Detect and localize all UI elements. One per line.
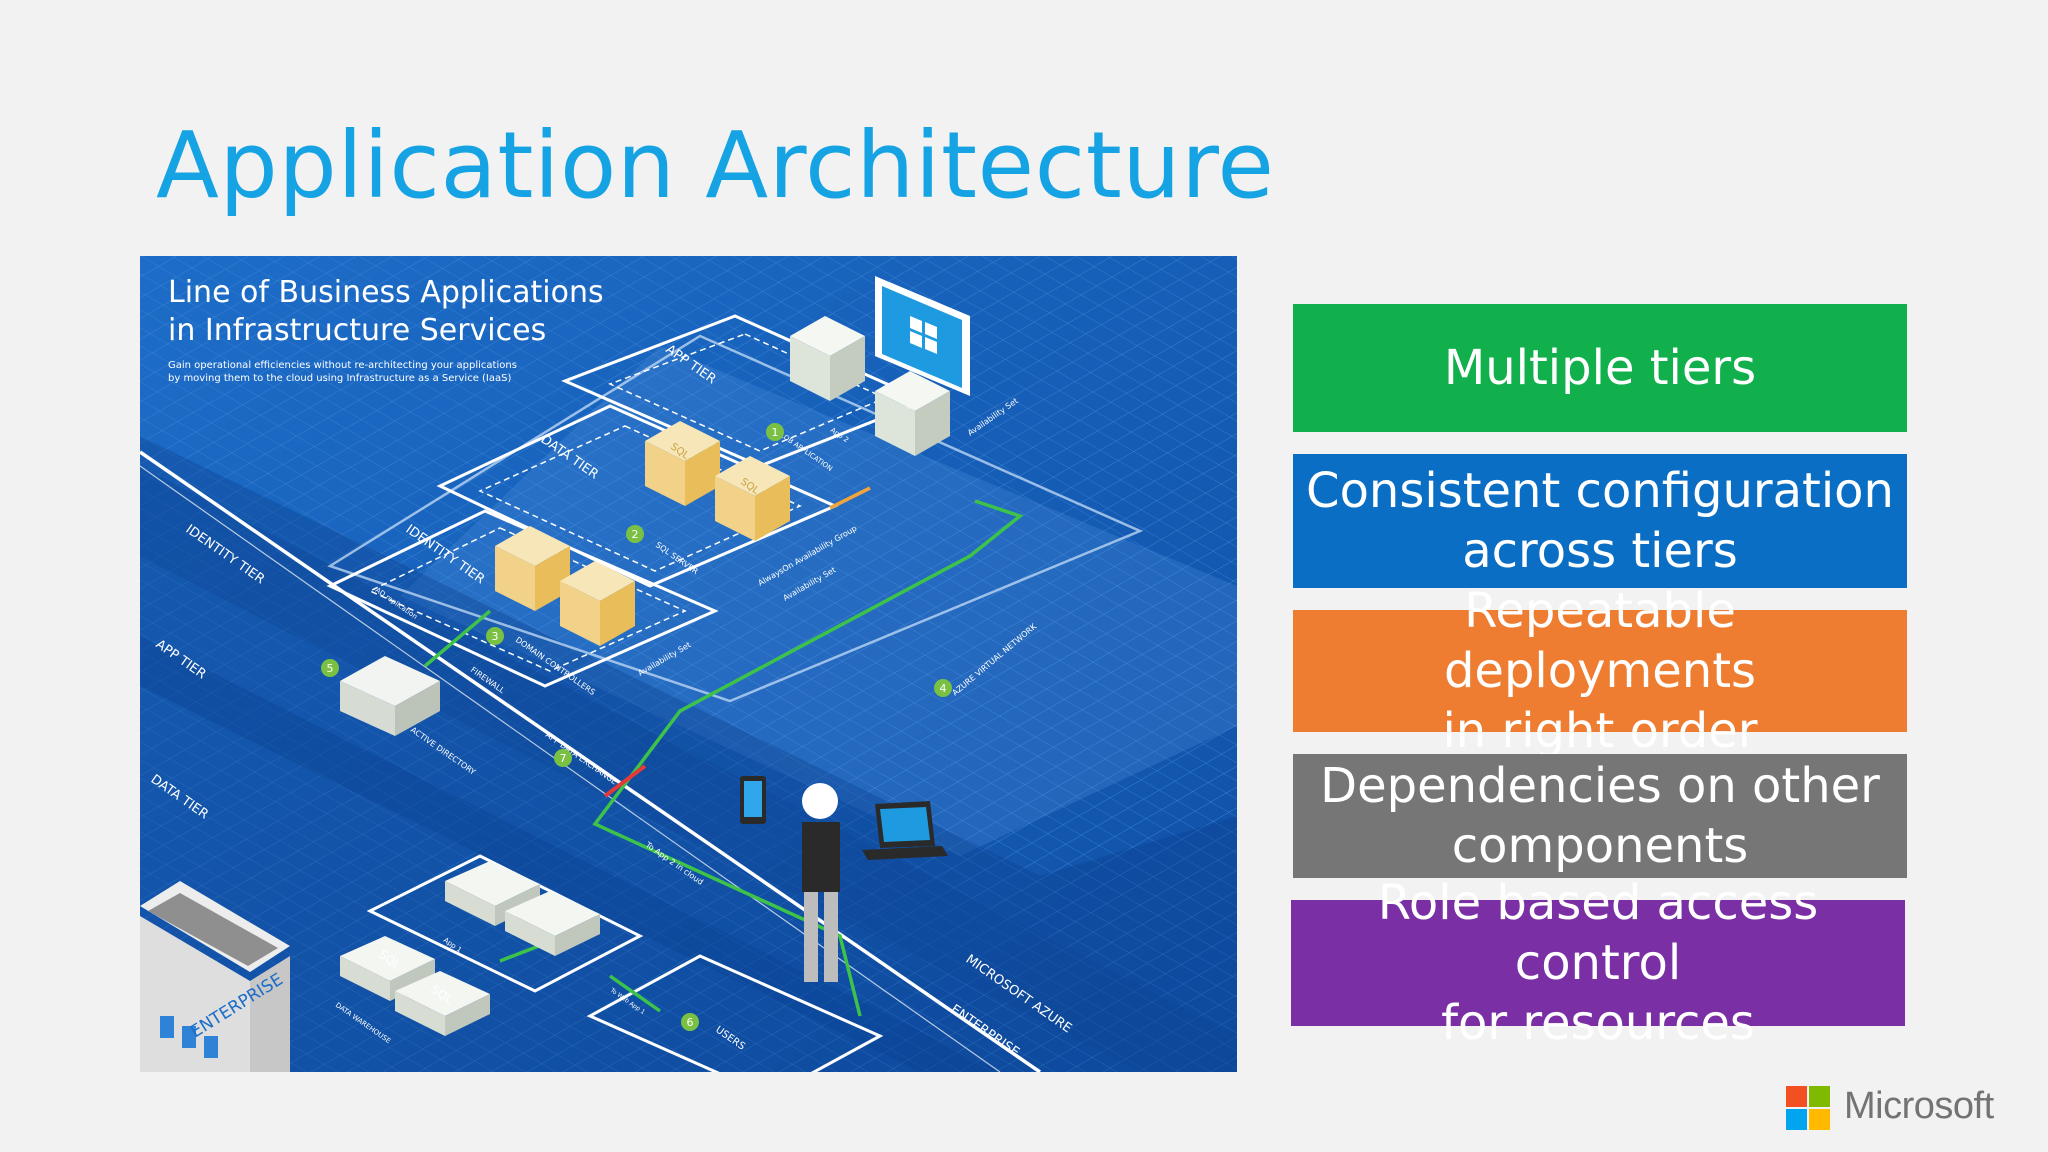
feature-card-text-line1: Role based access control — [1377, 875, 1819, 991]
microsoft-logo: Microsoft — [1786, 1084, 2016, 1132]
marker-7: 7 — [560, 752, 567, 765]
feature-card-text-line2: across tiers — [1462, 523, 1738, 579]
diagram-heading-line1: Line of Business Applications — [168, 275, 604, 310]
diagram-subheading-line1: Gain operational efficiencies without re… — [168, 360, 517, 371]
marker-5: 5 — [327, 662, 334, 675]
windows-server-monitor — [875, 276, 970, 396]
sql-server-2 — [715, 456, 790, 541]
app-server-2 — [875, 371, 950, 456]
feature-card-text-line1: Consistent configuration — [1306, 463, 1894, 519]
diagram-subheading-line2: by moving them to the cloud using Infras… — [168, 373, 511, 384]
feature-card-text-line2: for resources — [1441, 995, 1755, 1051]
feature-card-text-line2: in right order — [1442, 703, 1758, 759]
marker-1: 1 — [772, 426, 779, 439]
user-figure — [740, 776, 948, 982]
app-server-1 — [790, 316, 865, 401]
domain-controller-server-2 — [560, 561, 635, 646]
feature-card-multiple-tiers: Multiple tiers — [1293, 304, 1907, 432]
sql-server-1 — [645, 421, 720, 506]
enterprise-app-servers — [445, 861, 600, 956]
logo-square-yellow — [1809, 1109, 1830, 1130]
active-directory-server — [340, 656, 440, 736]
feature-card-text-line1: Repeatable deployments — [1443, 583, 1757, 699]
marker-2: 2 — [632, 528, 639, 541]
architecture-diagram: Line of Business Applications in Infrast… — [140, 256, 1237, 1072]
logo-square-green — [1809, 1086, 1830, 1107]
marker-4: 4 — [940, 682, 947, 695]
microsoft-wordmark: Microsoft — [1844, 1085, 1994, 1127]
marker-6: 6 — [687, 1016, 694, 1029]
data-warehouse-servers — [340, 936, 490, 1036]
diagram-heading-line2: in Infrastructure Services — [168, 313, 546, 348]
feature-card-text-line1: Dependencies on other — [1320, 758, 1880, 814]
feature-card-role-based-access: Role based access control for resources — [1291, 875, 1905, 1051]
feature-card-dependencies: Dependencies on other components — [1293, 754, 1907, 878]
feature-card-text-line2: components — [1451, 818, 1749, 874]
feature-card-consistent-configuration: Consistent configuration across tiers — [1293, 454, 1907, 588]
feature-card-text: Multiple tiers — [1443, 340, 1757, 396]
marker-3: 3 — [492, 630, 499, 643]
slide-title: Application Architecture — [156, 112, 1275, 219]
feature-card-repeatable-deployments: Repeatable deployments in right order — [1293, 583, 1907, 759]
enterprise-building — [140, 881, 290, 1072]
logo-square-blue — [1786, 1109, 1807, 1130]
logo-square-red — [1786, 1086, 1807, 1107]
